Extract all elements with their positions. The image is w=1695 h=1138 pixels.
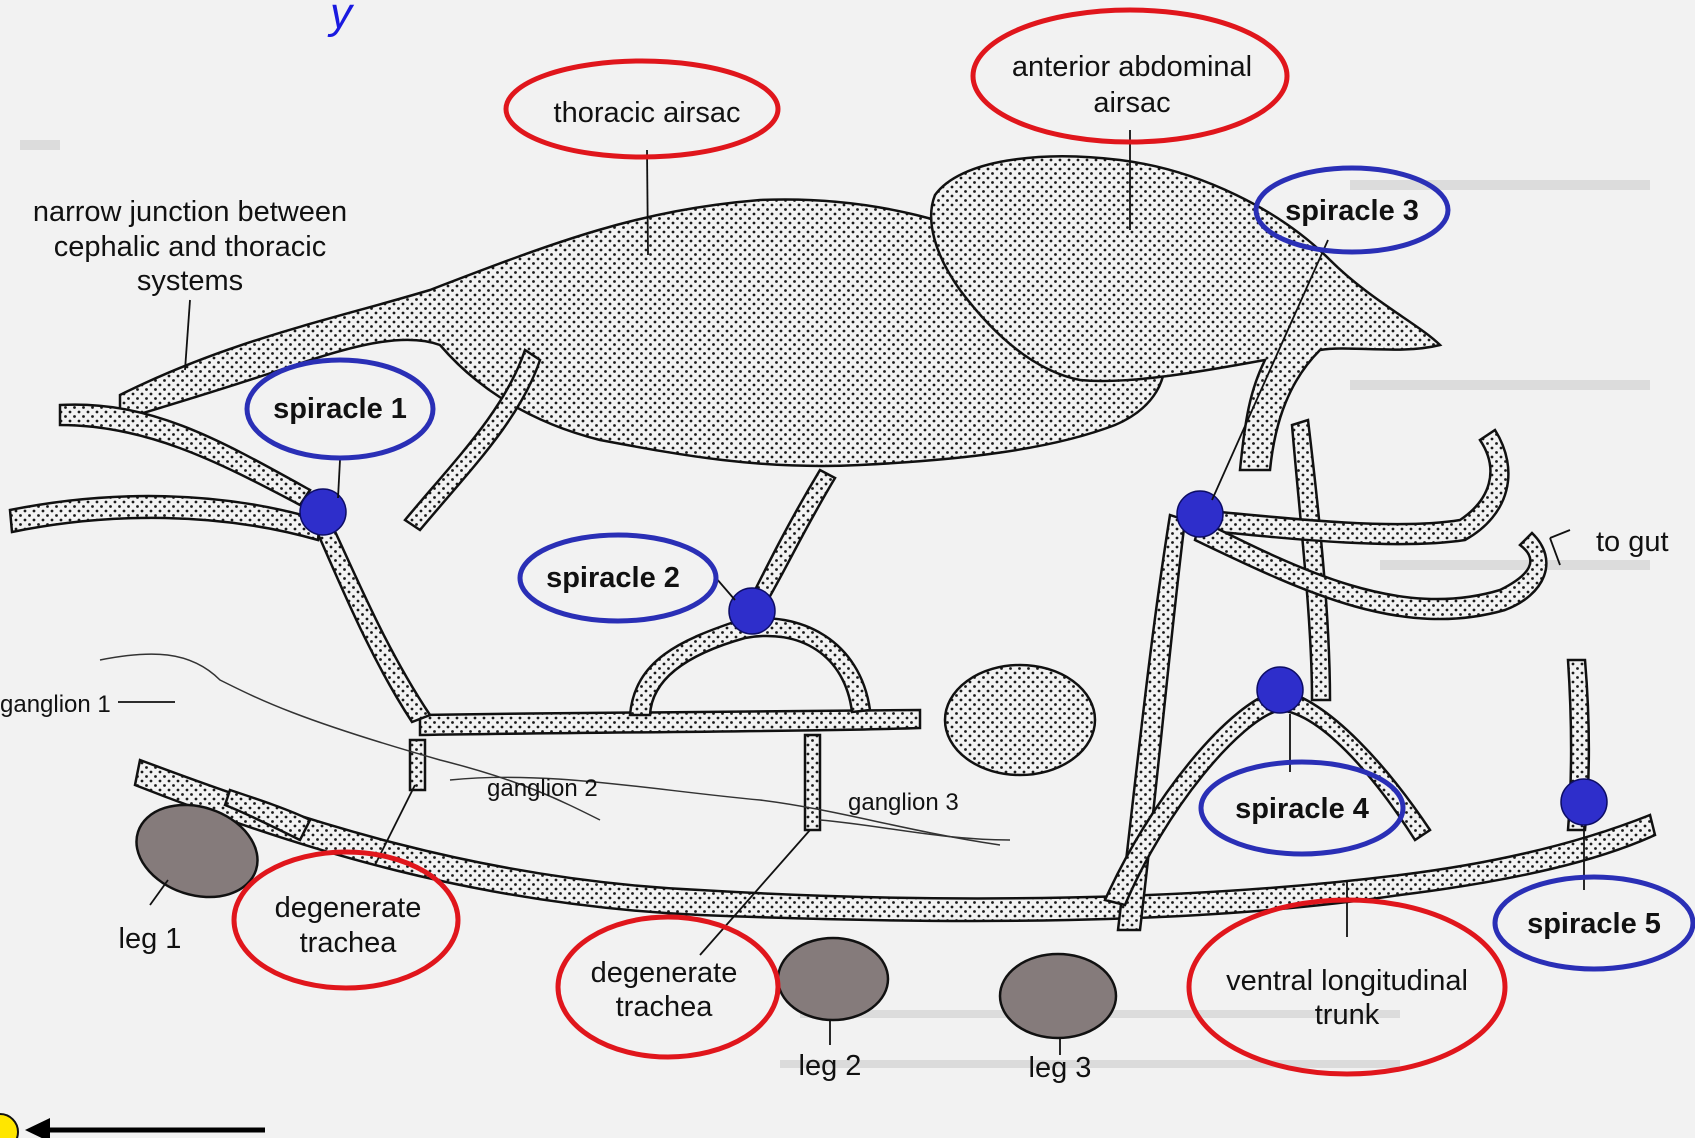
spiracle2-up-branch: [750, 470, 835, 605]
left-upper-branch: [10, 496, 320, 540]
label-to-gut: to gut: [1596, 526, 1669, 558]
right-abdominal-vertical: [1292, 420, 1330, 700]
label-spiracle-5: spiracle 5: [1527, 908, 1661, 940]
title-fragment: y: [327, 0, 355, 38]
leg-2-shape: [778, 938, 888, 1020]
center-vertical-link: [805, 735, 820, 830]
spiracle-5-dot: [1561, 779, 1607, 825]
label-spiracle-1: spiracle 1: [273, 393, 407, 425]
left-vertical-link: [410, 740, 425, 790]
middle-connective-shape: [420, 710, 920, 735]
label-ganglion-2: ganglion 2: [487, 775, 598, 802]
label-anterior-abdominal-1: anterior abdominal: [1012, 51, 1252, 83]
label-anterior-abdominal-2: airsac: [1093, 87, 1170, 119]
label-spiracle-2: spiracle 2: [546, 562, 680, 594]
spiracle-3-dot: [1177, 491, 1223, 537]
label-degenerate-1-line2: trachea: [300, 927, 398, 959]
spiracle-1-dot: [300, 489, 346, 535]
label-ventral-trunk-1: ventral longitudinal: [1226, 965, 1468, 997]
label-spiracle-4: spiracle 4: [1235, 793, 1369, 825]
pointer-arrowhead: [25, 1118, 50, 1138]
label-ganglion-3: ganglion 3: [848, 789, 959, 816]
label-degenerate-1-line1: degenerate: [275, 892, 422, 924]
label-thoracic-airsac: thoracic airsac: [554, 97, 741, 129]
spiracle-4-dot: [1257, 667, 1303, 713]
label-narrow-junction-3: systems: [137, 265, 243, 297]
tracheal-system: [10, 156, 1655, 930]
label-ganglion-1: ganglion 1: [0, 691, 111, 718]
label-spiracle-3: spiracle 3: [1285, 195, 1419, 227]
yellow-marker: [0, 1114, 18, 1138]
label-leg-3: leg 3: [1029, 1052, 1092, 1084]
label-narrow-junction-2: cephalic and thoracic: [54, 231, 326, 263]
spiracle-2-dot: [729, 588, 775, 634]
label-leg-1: leg 1: [119, 923, 182, 955]
label-degenerate-2-line2: trachea: [616, 991, 714, 1023]
label-leg-2: leg 2: [799, 1050, 862, 1082]
bottom-left-pointer: [0, 1114, 265, 1138]
middle-oval-sac: [945, 665, 1095, 775]
leg-3-shape: [1000, 954, 1116, 1038]
label-narrow-junction-1: narrow junction between: [33, 196, 347, 228]
label-degenerate-2-line1: degenerate: [591, 957, 738, 989]
label-ventral-trunk-2: trunk: [1315, 999, 1380, 1031]
